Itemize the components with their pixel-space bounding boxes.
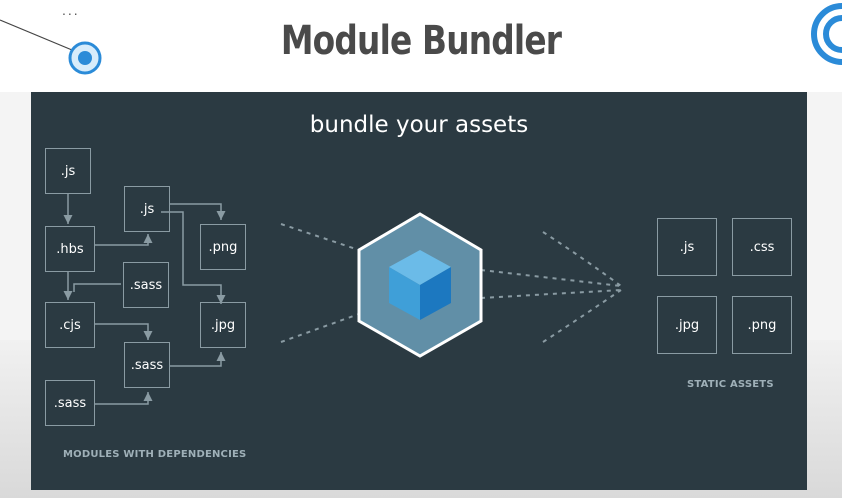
asset-box: .js (657, 218, 717, 276)
module-box: .sass (124, 342, 170, 388)
bundle-flow-lines (280, 223, 622, 343)
asset-box: .css (732, 218, 792, 276)
connector-line (0, 19, 73, 51)
diagram-graphics (63, 194, 622, 405)
modules-caption: MODULES WITH DEPENDENCIES (63, 449, 247, 460)
dependency-arrows (63, 194, 226, 405)
assets-caption: STATIC ASSETS (687, 379, 774, 390)
corner-dots: ... (62, 2, 80, 18)
module-box: .hbs (45, 226, 95, 272)
module-box: .cjs (45, 302, 95, 348)
module-box: .js (124, 186, 170, 232)
webpack-cube-icon (357, 212, 483, 358)
module-box: .sass (123, 262, 169, 308)
asset-box: .jpg (657, 296, 717, 354)
slide-panel: bundle your assets .js .js .hbs .png .sa… (31, 92, 807, 490)
module-box: .sass (45, 380, 95, 426)
module-box: .jpg (200, 302, 246, 348)
module-box: .js (45, 148, 91, 194)
header-area (0, 0, 842, 92)
page-title: Module Bundler (280, 18, 562, 64)
decoration-layer (0, 3, 842, 75)
target-ring-icon (68, 41, 102, 75)
ring-icon (811, 3, 842, 65)
slide-heading: bundle your assets (309, 112, 529, 138)
asset-box: .png (732, 296, 792, 354)
module-box: .png (200, 224, 246, 270)
